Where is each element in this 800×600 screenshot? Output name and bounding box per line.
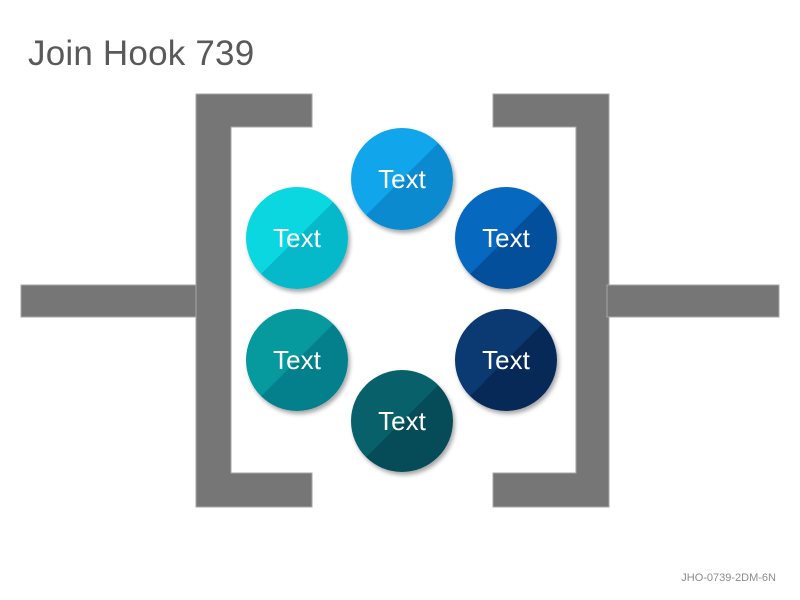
- text-circle-3: Text: [455, 309, 557, 411]
- text-circle-5: Text: [246, 309, 348, 411]
- text-circle-label: Text: [482, 222, 530, 253]
- text-circle-4: Text: [351, 370, 453, 472]
- text-circle-6: Text: [246, 187, 348, 289]
- right-bracket: [492, 93, 610, 508]
- text-circle-label: Text: [273, 344, 321, 375]
- right-connector-bar: [606, 284, 780, 318]
- page-title: Join Hook 739: [28, 34, 255, 73]
- text-circle-label: Text: [378, 405, 426, 436]
- text-circle-label: Text: [378, 163, 426, 194]
- text-circle-2: Text: [455, 187, 557, 289]
- text-circle-1: Text: [351, 128, 453, 230]
- text-circle-label: Text: [273, 222, 321, 253]
- left-connector-bar: [20, 284, 199, 318]
- footer-code: JHO-0739-2DM-6N: [681, 572, 776, 584]
- text-circle-label: Text: [482, 344, 530, 375]
- left-bracket: [195, 93, 313, 508]
